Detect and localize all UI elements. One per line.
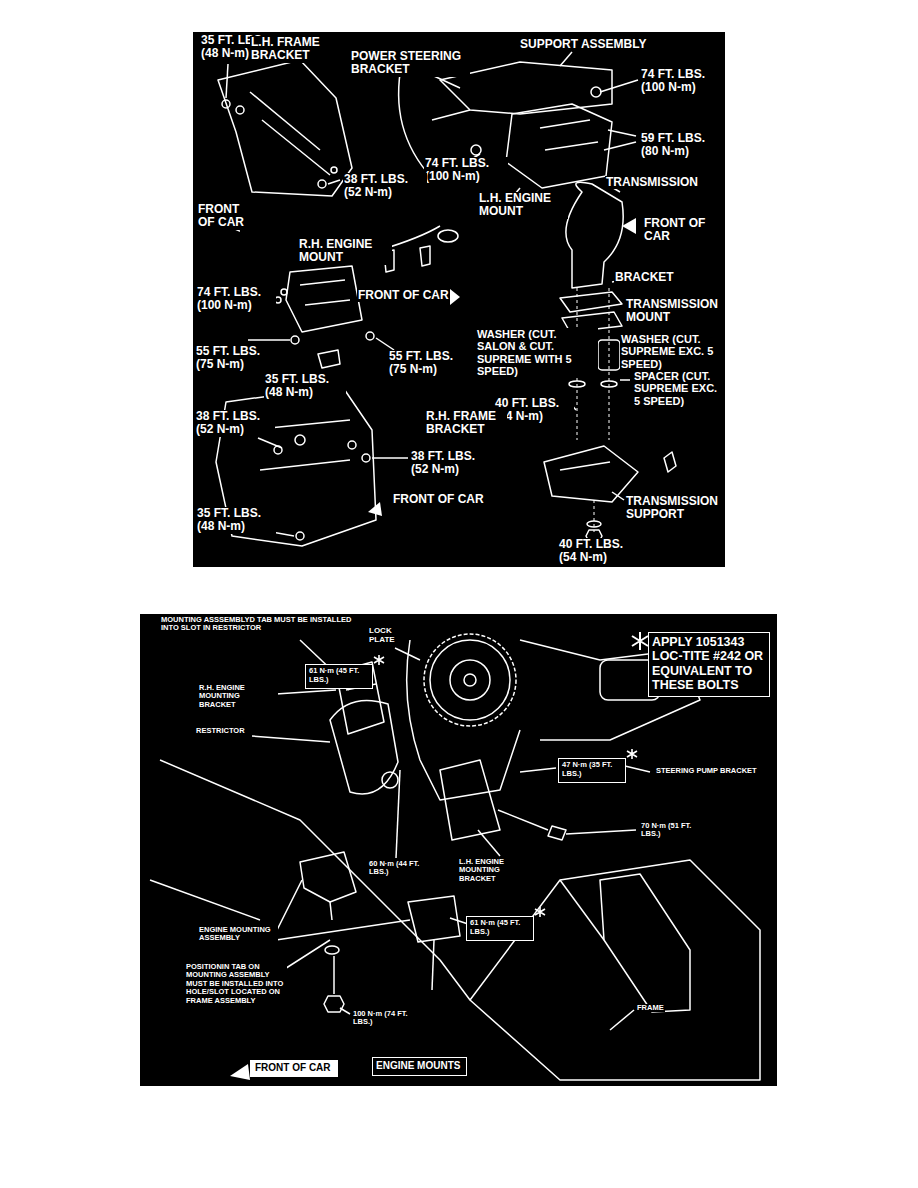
- callout-label: WASHER (CUT. SUPREME EXC. 5 SPEED): [620, 333, 725, 370]
- callout-label: BRACKET: [614, 271, 675, 284]
- box-text: 61 N·m (45 FT. LBS.): [309, 667, 367, 684]
- callout-label: TRANSMISSION SUPPORT: [625, 495, 725, 522]
- callout-label: L.H. FRAME BRACKET: [250, 36, 334, 63]
- asterisk-symbol: [632, 632, 648, 650]
- callout-label: 74 FT. LBS. (100 N-m): [196, 286, 276, 313]
- callout-label: STEERING PUMP BRACKET: [655, 767, 775, 775]
- callout-label: 59 FT. LBS. (80 N-m): [640, 132, 724, 159]
- torque-box: ENGINE MOUNTS: [372, 1057, 467, 1076]
- torque-box: FRONT OF CAR: [250, 1060, 338, 1077]
- callout-label: L.H. ENGINE MOUNTING BRACKET: [458, 858, 532, 883]
- callout-label: FRONT OF CAR: [392, 493, 485, 506]
- callout-label: 35 FT. LBS. (48 N-m): [264, 373, 346, 400]
- callout-label: R.H. ENGINE MOUNT: [298, 238, 392, 265]
- callout-label: 100 N·m (74 FT. LBS.): [352, 1010, 416, 1027]
- callout-label: ENGINE MOUNTING ASSEMBLY: [198, 926, 278, 943]
- callout-label: 60 N·m (44 FT. LBS.): [368, 860, 430, 877]
- torque-box: 47 N·m (35 FT. LBS.): [558, 758, 626, 783]
- line-art: [218, 52, 638, 387]
- torque-box: 61 N·m (45 FT. LBS.): [305, 664, 373, 689]
- callout-label: WASHER (CUT. SALON & CUT. SUPREME WITH 5…: [476, 328, 598, 377]
- box-text: APPLY 1051343 LOC-TITE #242 OR EQUIVALEN…: [652, 635, 764, 693]
- line-art: [216, 226, 676, 546]
- callout-label: 38 FT. LBS. (52 N-m): [343, 173, 427, 200]
- asterisk-symbol: [535, 907, 545, 917]
- callout-label: RESTRICTOR: [195, 727, 246, 735]
- torque-box: 61 N·m (45 FT. LBS.): [466, 916, 534, 941]
- callout-label: POWER STEERING BRACKET: [350, 50, 470, 77]
- asterisk-symbol: [627, 749, 637, 759]
- direction-arrow: [226, 214, 636, 516]
- callout-label: FRAME: [636, 1004, 665, 1012]
- callout-label: 38 FT. LBS. (52 N-m): [195, 410, 275, 437]
- callout-label: L.H. ENGINE MOUNT: [478, 192, 568, 219]
- callout-label: POSITIONIN TAB ON MOUNTING ASSEMBLY MUST…: [185, 963, 287, 1005]
- callout-label: TRANSMISSION MOUNT: [625, 298, 725, 325]
- callout-label: TRANSMISSION: [605, 176, 699, 189]
- callout-label: 55 FT. LBS. (75 N-m): [195, 345, 275, 372]
- callout-label: 55 FT. LBS. (75 N-m): [388, 350, 468, 377]
- callout-label: SPACER (CUT. SUPREME EXC. 5 SPEED): [633, 370, 725, 407]
- callout-label: 74 FT. LBS. (100 N-m): [640, 68, 724, 95]
- asterisk-symbol: [374, 655, 384, 665]
- box-text: 47 N·m (35 FT. LBS.): [562, 761, 620, 778]
- callout-label: FRONT OF CAR: [357, 289, 450, 302]
- callout-label: 35 FT. LBS. (48 N-m): [196, 507, 276, 534]
- panel: [193, 32, 725, 567]
- callout-label: MOUNTING ASSSEMBLYD TAB MUST BE INSTALLE…: [160, 616, 362, 633]
- box-text: FRONT OF CAR: [255, 1062, 333, 1074]
- line-art: [150, 634, 760, 1080]
- torque-box: APPLY 1051343 LOC-TITE #242 OR EQUIVALEN…: [648, 632, 770, 697]
- box-text: ENGINE MOUNTS: [376, 1060, 463, 1072]
- direction-arrow: [230, 1064, 250, 1080]
- panel: [140, 614, 777, 1086]
- assembly-line: [577, 288, 609, 532]
- callout-label: 74 FT. LBS. (100 N-m): [424, 157, 508, 184]
- callout-label: LOCK PLATE: [368, 627, 406, 645]
- box-text: 61 N·m (45 FT. LBS.): [470, 919, 528, 936]
- callout-label: R.H. ENGINE MOUNTING BRACKET: [198, 684, 278, 709]
- callout-label: FRONT OF CAR: [197, 203, 249, 230]
- callout-label: FRONT OF CAR: [643, 217, 717, 244]
- callout-label: 38 FT. LBS. (52 N-m): [410, 450, 492, 477]
- callout-label: 70 N·m (51 FT. LBS.): [640, 822, 704, 839]
- callout-label: 40 FT. LBS. (54 N-m): [558, 538, 640, 565]
- callout-label: R.H. FRAME BRACKET: [425, 410, 507, 437]
- callout-label: SUPPORT ASSEMBLY: [519, 38, 647, 51]
